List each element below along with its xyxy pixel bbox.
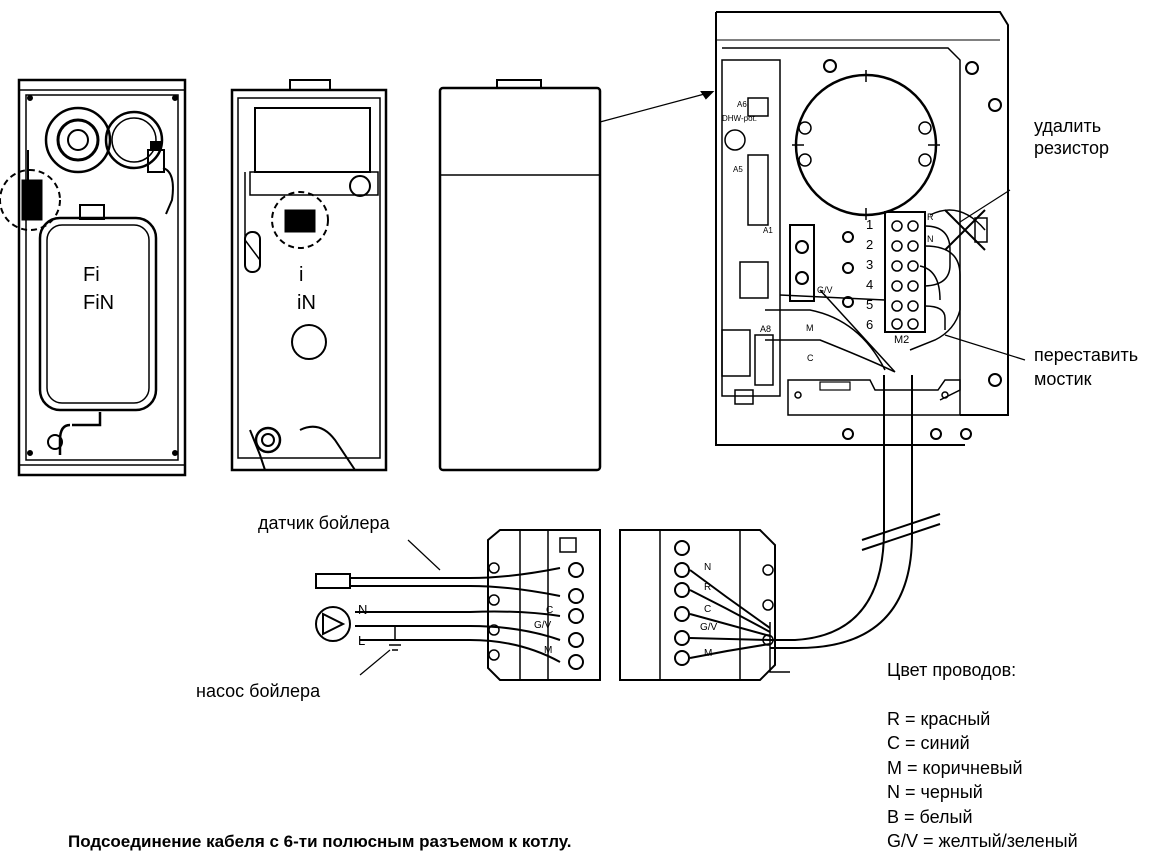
legend-spacer <box>887 683 1078 707</box>
legend-title: Цвет проводов: <box>887 660 1017 680</box>
panel-label-a5: A5 <box>733 165 743 174</box>
boiler-i-rear-view <box>230 79 388 472</box>
panel-label-m2: M2 <box>894 334 910 346</box>
annotation-remove-resistor-2: резистор <box>1034 138 1109 158</box>
panel-label-gv: G/V <box>817 285 833 295</box>
panel-label-m: M <box>806 323 814 333</box>
legend-item-n: N = черный <box>887 782 983 802</box>
legend-item-c: C = синий <box>887 733 970 753</box>
left-connector-label-m: M <box>544 645 553 656</box>
control-panel <box>715 11 1026 446</box>
left-connector-label-c: C <box>546 605 554 616</box>
boiler-front-view <box>438 79 715 472</box>
pump-label-n: N <box>358 602 368 617</box>
right-connector-label-gv: G/V <box>700 622 718 633</box>
right-connector-label-n: N <box>704 562 712 573</box>
panel-label-a8: A8 <box>760 324 772 334</box>
annotation-remove-resistor-1: удалить <box>1034 116 1102 136</box>
pump-label-l: L <box>358 633 366 648</box>
terminal-number-2: 2 <box>866 237 874 252</box>
legend-item-gv: G/V = желтый/зеленый <box>887 831 1078 851</box>
boiler-model-label-fin: FiN <box>83 292 115 314</box>
annotation-move-jumper-2: мостик <box>1034 369 1092 389</box>
left-connector-label-gv: G/V <box>534 620 552 631</box>
right-connector <box>619 529 776 681</box>
right-connector-label-m: M <box>704 648 713 659</box>
boiler-model-label-in: iN <box>297 292 316 314</box>
annotation-boiler-sensor: датчик бойлера <box>258 513 390 533</box>
legend-item-b: B = белый <box>887 806 973 827</box>
panel-label-c: C <box>807 353 814 363</box>
panel-label-n: N <box>927 234 934 244</box>
panel-label-a1: A1 <box>763 226 773 235</box>
terminal-number-4: 4 <box>866 277 874 292</box>
right-connector-label-c: C <box>704 604 712 615</box>
boiler-model-label-i: i <box>299 264 304 286</box>
terminal-number-6: 6 <box>866 317 874 332</box>
panel-label-a6: A6 <box>737 100 747 109</box>
right-connector-label-r: R <box>704 582 712 593</box>
boiler-pump-symbol <box>315 606 404 651</box>
figure-caption: Подсоединение кабеля с 6-ти полюсным раз… <box>68 832 572 851</box>
main-cable <box>769 375 941 673</box>
annotation-boiler-pump: насос бойлера <box>196 681 321 701</box>
boiler-fi-rear-view <box>0 78 187 477</box>
legend-item-r: R = красный <box>887 708 991 729</box>
annotation-move-jumper-1: переставить <box>1034 345 1139 365</box>
terminal-number-5: 5 <box>866 297 874 312</box>
terminal-number-1: 1 <box>866 217 874 232</box>
boiler-model-label-fi: Fi <box>83 264 100 286</box>
panel-label-dhw-pot: DHW-pot. <box>722 114 757 123</box>
left-connector <box>350 529 601 681</box>
terminal-number-3: 3 <box>866 257 874 272</box>
boiler-sensor-symbol <box>315 573 351 589</box>
legend-item-m: M = коричневый <box>887 757 1023 778</box>
panel-label-r: R <box>927 212 934 222</box>
wire-color-legend: Цвет проводов: R = красный C = синий M =… <box>887 658 1078 854</box>
